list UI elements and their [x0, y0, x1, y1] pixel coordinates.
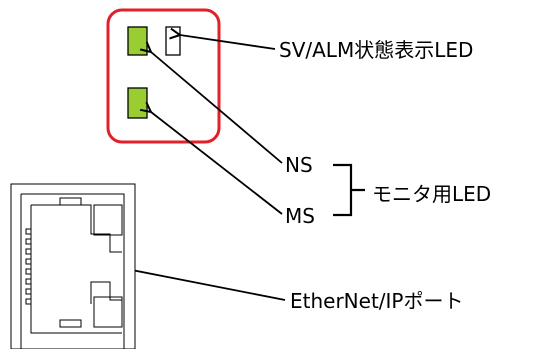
- ms-label: MS: [285, 204, 315, 228]
- ethernet-port-label: EtherNet/IPポート: [290, 289, 464, 313]
- ethernet-port-drawing: [10, 183, 136, 350]
- alm-led-off: [165, 26, 181, 56]
- ms-leader-line: [151, 112, 283, 215]
- ms-led-green: [127, 87, 148, 119]
- sv-led-green: [127, 26, 148, 56]
- sv-alm-led-label: SV/ALM状態表示LED: [279, 38, 473, 62]
- ns-label: NS: [285, 153, 313, 177]
- led-highlight-box: [106, 8, 221, 144]
- ns-leader-line: [151, 52, 283, 164]
- sv-alm-leader-line: [180, 35, 276, 50]
- monitor-led-bracket: [333, 163, 365, 217]
- monitor-led-label: モニタ用LED: [372, 182, 491, 206]
